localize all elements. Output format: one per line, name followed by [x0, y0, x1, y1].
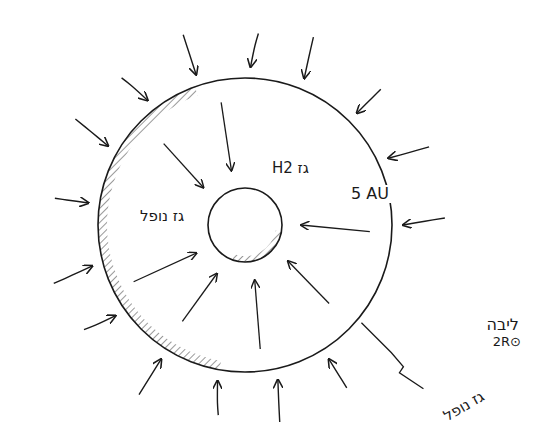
radius-label: 5 AU [349, 185, 391, 203]
infall-arrow [164, 144, 204, 188]
infall-arrow [278, 380, 280, 422]
infall-arrow [183, 35, 196, 75]
infall-arrow [122, 78, 148, 101]
infall-arrow [84, 316, 116, 330]
infall-arrow [403, 218, 445, 225]
infall-arrow [288, 261, 329, 303]
infall-arrow [301, 225, 370, 232]
infall-arrow [217, 381, 219, 416]
core-label: ליבה [484, 316, 520, 334]
hatching [98, 87, 221, 370]
outer-arrows [54, 33, 445, 421]
core-circle: ליבה2R⊙ [207, 187, 283, 263]
core-outline [207, 187, 283, 263]
callout-label: גז נופל [439, 387, 489, 426]
infall-arrow [255, 280, 261, 349]
infall-arrow [182, 273, 217, 321]
infall-arrow [388, 147, 429, 158]
hatching [232, 230, 281, 262]
radius-label: 2R⊙ [491, 335, 523, 350]
gas-label: גז נופל [138, 208, 186, 225]
infall-arrow [304, 37, 313, 78]
infall-arrow [329, 359, 347, 388]
infall-arrow [357, 89, 381, 113]
infall-arrow [139, 359, 161, 395]
gas-label: גז H2 [270, 160, 311, 177]
infall-arrow [54, 266, 93, 284]
infall-arrow [221, 102, 231, 170]
leader-line [361, 323, 423, 389]
inner-arrows [134, 102, 370, 349]
infall-arrow [75, 119, 108, 146]
infall-arrow [134, 253, 197, 282]
infall-arrow [55, 198, 89, 203]
infall-arrow [251, 33, 259, 67]
